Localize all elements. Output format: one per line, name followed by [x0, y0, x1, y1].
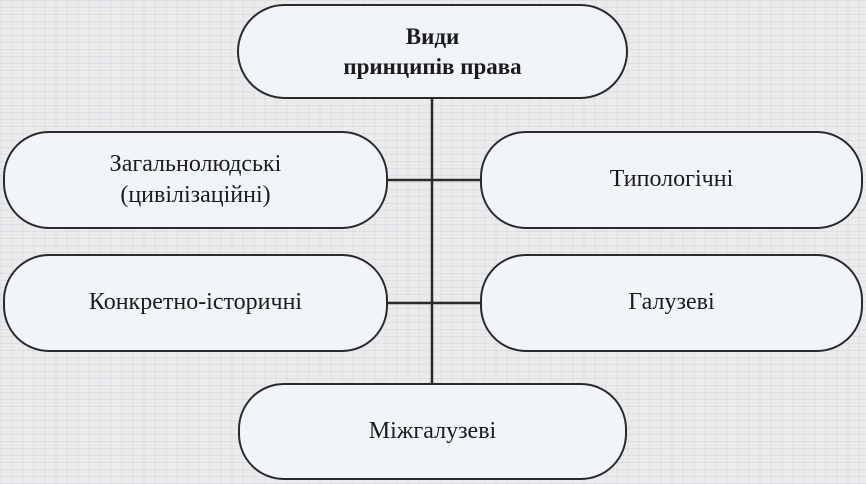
root-node-label: Види принципів права [343, 23, 522, 79]
node-intersectoral: Міжгалузеві [238, 383, 627, 480]
node-typological: Типологічні [480, 131, 863, 229]
node-intersectoral-label: Міжгалузеві [368, 417, 497, 444]
root-node: Види принципів права [237, 4, 628, 99]
node-typological-label: Типологічні [609, 166, 734, 193]
node-branch: Галузеві [480, 254, 863, 352]
node-branch-label: Галузеві [628, 289, 715, 316]
node-historical: Конкретно-історичні [3, 254, 388, 352]
node-universal: Загальнолюдські (цивілізаційні) [3, 131, 388, 229]
node-universal-label: Загальнолюдські (цивілізаційні) [109, 150, 282, 208]
node-historical-label: Конкретно-історичні [88, 289, 303, 316]
